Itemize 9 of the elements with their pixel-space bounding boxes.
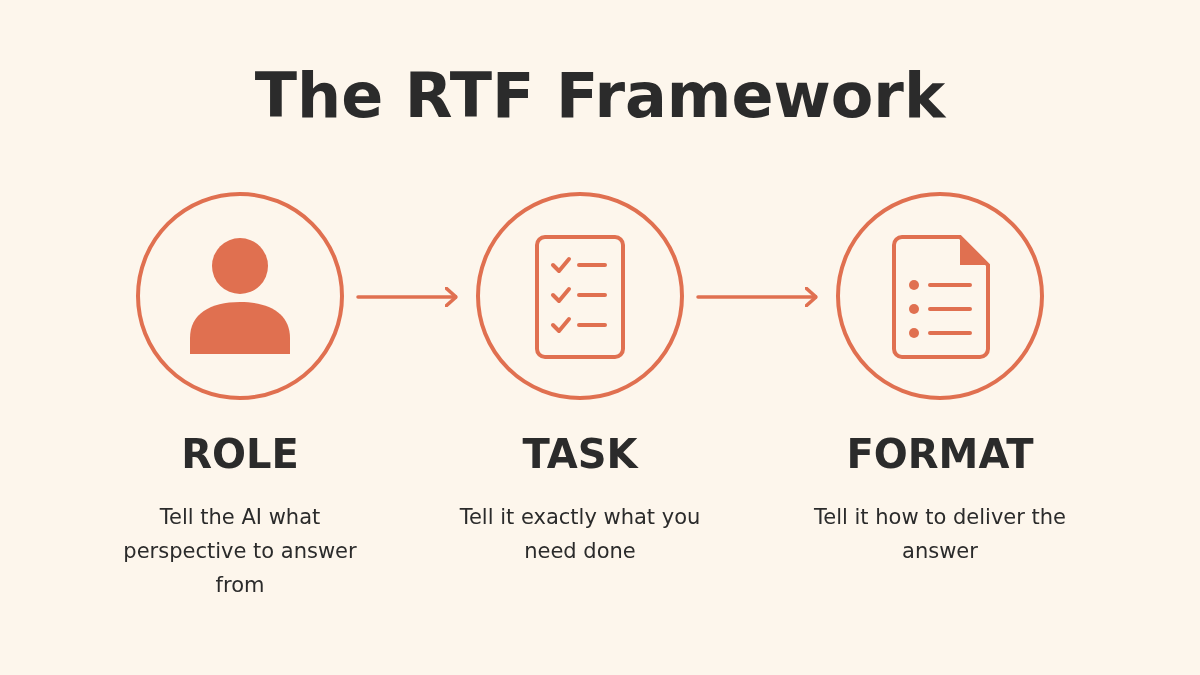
- step-heading: TASK: [521, 430, 640, 478]
- arrow: [356, 286, 458, 308]
- step-description: Tell the AI what perspective to answer from: [122, 504, 358, 599]
- step-heading: FORMAT: [845, 430, 1035, 478]
- step-description: Tell it how to deliver the answer: [812, 504, 1068, 565]
- step-heading: ROLE: [180, 430, 300, 478]
- step-description: Tell it exactly what you need done: [458, 504, 702, 565]
- title: The RTF Framework: [253, 62, 947, 131]
- arrow: [696, 286, 818, 308]
